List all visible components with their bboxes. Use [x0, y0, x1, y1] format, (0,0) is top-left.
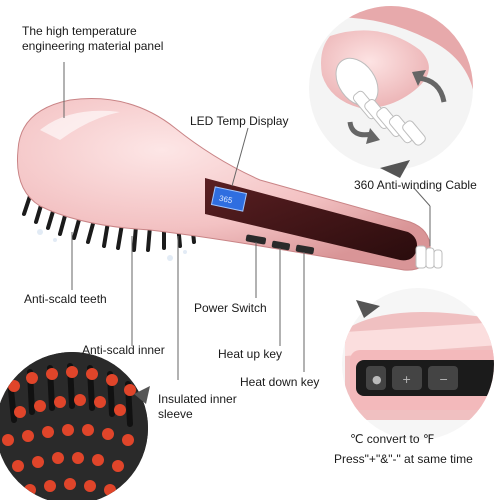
- label-panel: The high temperature engineering materia…: [22, 24, 164, 53]
- cable-end: [415, 245, 443, 269]
- svg-text:●: ●: [372, 373, 382, 386]
- leader-lines: [63, 62, 431, 380]
- label-anti-scald-inner: Anti-scald inner: [82, 343, 165, 357]
- side-buttons: [245, 234, 315, 255]
- svg-text:+: +: [402, 373, 411, 386]
- label-power-switch: Power Switch: [194, 301, 267, 315]
- led-temp-display: [210, 186, 248, 212]
- label-heat-down-key: Heat down key: [240, 375, 320, 389]
- buttons-zoom-circle: ● + −: [342, 288, 494, 440]
- svg-text:−: −: [439, 373, 448, 386]
- label-press-keys: Press"+"&"-" at same time: [334, 452, 473, 466]
- label-insulated-inner-sleeve: Insulated inner sleeve: [158, 392, 237, 421]
- label-led-temp-display: LED Temp Display: [190, 114, 289, 128]
- brush-main: [16, 98, 443, 271]
- label-heat-up-key: Heat up key: [218, 347, 283, 361]
- cable-zoom-circle: [309, 6, 473, 178]
- label-convert-unit: ℃ convert to ℉: [350, 432, 435, 446]
- label-anti-winding-cable: 360 Anti-winding Cable: [354, 178, 477, 192]
- bristles-zoom-circle: [0, 352, 150, 500]
- label-anti-scald-teeth: Anti-scald teeth: [24, 292, 107, 306]
